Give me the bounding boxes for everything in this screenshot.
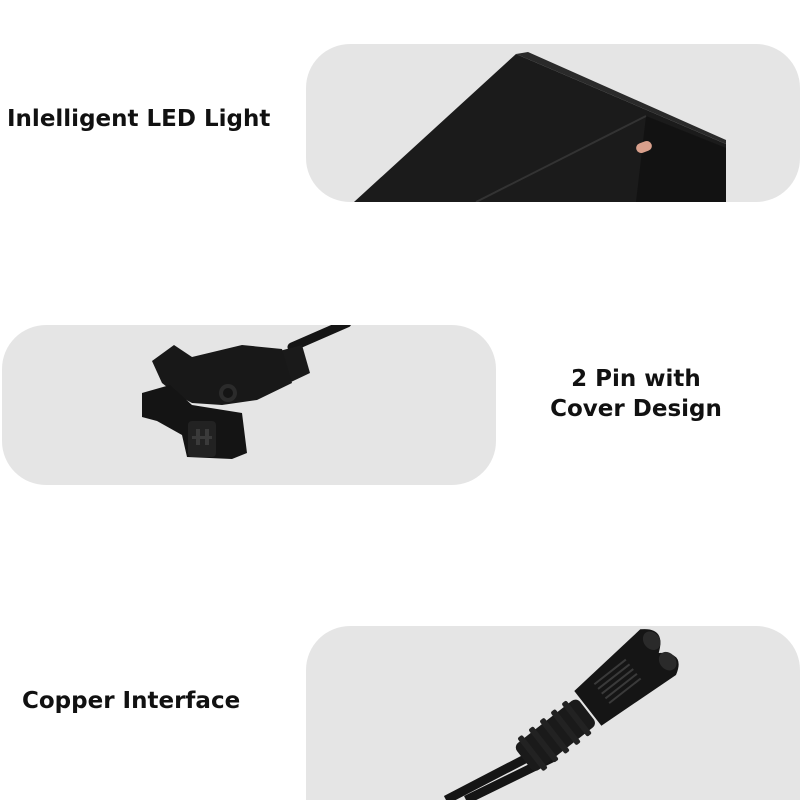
feature-caption-plug: 2 Pin with Cover Design [550, 366, 722, 422]
feature-image-panel-led [306, 44, 800, 202]
led-indicator-icon [636, 140, 652, 154]
feature-image-panel-plug [2, 325, 496, 485]
feature-image-panel-connector [306, 626, 800, 800]
feature-caption-led: Inlelligent LED Light [7, 106, 271, 132]
feature-caption-connector: Copper Interface [22, 688, 241, 714]
dc-plug-connector-icon [142, 325, 352, 459]
figure-8-power-connector-icon [443, 629, 679, 800]
power-adapter-led-icon [354, 52, 726, 202]
